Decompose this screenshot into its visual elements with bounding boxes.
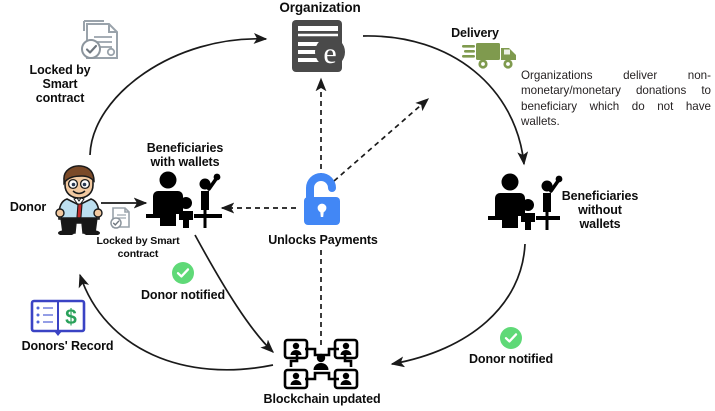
label-unlocks-payments: Unlocks Payments: [268, 233, 378, 247]
green-check-icon-right: [500, 327, 522, 349]
label-beneficiaries-without-wallets: Beneficiaries without wallets: [561, 189, 639, 231]
blockchain-network-icon: [283, 338, 359, 395]
label-blockchain-updated: Blockchain updated: [263, 392, 381, 406]
organization-ledger-book-icon: e: [288, 18, 350, 83]
arrow-padlock-to-delivery: [333, 98, 430, 182]
annotation-delivery-note: Organizations deliver non-monetary/monet…: [521, 69, 711, 128]
smart-contract-small-icon: [108, 205, 134, 236]
svg-text:e: e: [323, 37, 336, 70]
label-donors-record: Donors' Record: [21, 339, 114, 353]
label-delivery: Delivery: [451, 26, 499, 40]
label-donor: Donor: [9, 200, 47, 214]
label-donor-notified-left: Donor notified: [140, 288, 225, 302]
beneficiaries-family-icon: [146, 170, 222, 240]
label-locked-by-smart-contract-mid: Locked by Smart contract: [96, 235, 180, 261]
label-beneficiaries-with-wallets: Beneficiaries with wallets: [146, 141, 224, 169]
smart-contract-document-icon: [78, 18, 124, 71]
label-donor-notified-right: Donor notified: [468, 352, 553, 366]
svg-text:$: $: [65, 306, 77, 329]
label-organization: Organization: [279, 0, 361, 15]
green-check-icon-left: [172, 262, 194, 284]
delivery-truck-icon: [462, 38, 524, 77]
donor-person-icon: [55, 165, 103, 240]
unlocked-padlock-icon: [296, 173, 348, 236]
beneficiaries-family-without-wallets-icon: [488, 172, 564, 242]
donors-record-book-icon: $: [30, 299, 86, 342]
label-locked-by-smart-contract-top: Locked by Smart contract: [29, 63, 91, 105]
